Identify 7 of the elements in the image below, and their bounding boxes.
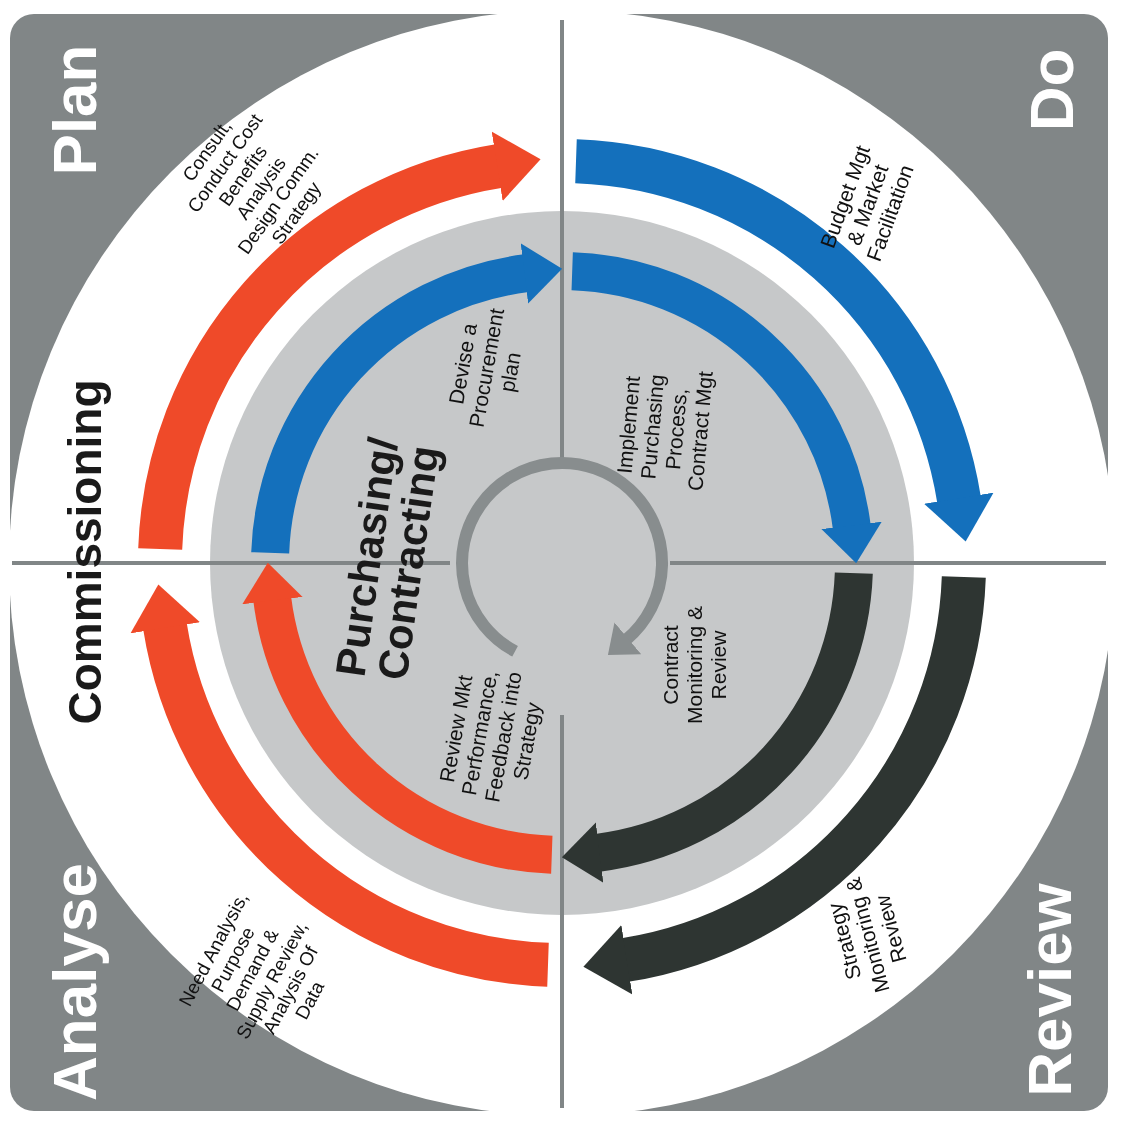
step-text: Strategy Monitoring & Review	[821, 874, 912, 998]
step-text: Contract Monitoring & Review	[658, 605, 732, 726]
quadrant-label: Plan	[44, 44, 106, 176]
section-title: Purchasing/ Contracting	[326, 433, 449, 685]
quadrant-label: Review	[1019, 883, 1081, 1097]
quadrant-label: Do	[1021, 48, 1083, 132]
step-text: Implement Purchasing Process, Contract Mgt	[611, 369, 719, 494]
